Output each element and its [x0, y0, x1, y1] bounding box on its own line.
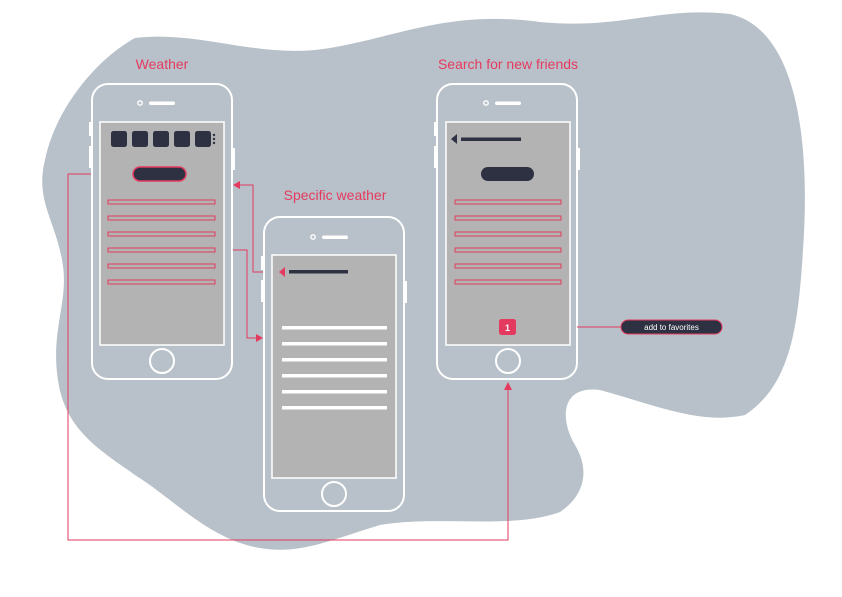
list-row[interactable]	[107, 215, 216, 221]
screen-title-specific-weather: Specific weather	[284, 187, 387, 203]
home-button[interactable]	[149, 348, 175, 374]
phone-weather: Weather	[89, 56, 235, 380]
list-row[interactable]	[107, 247, 216, 253]
screen-area	[99, 121, 225, 346]
volume-button	[261, 280, 264, 302]
detail-line	[282, 358, 387, 362]
speaker-grille	[495, 101, 521, 105]
volume-button	[89, 122, 92, 136]
screen-area	[271, 254, 397, 479]
detail-line	[282, 390, 387, 394]
back-arrow-icon[interactable]	[451, 134, 457, 144]
list-row[interactable]	[454, 247, 562, 253]
weather-list	[107, 199, 216, 285]
list-row[interactable]	[454, 199, 562, 205]
weather-day-icon[interactable]	[174, 131, 190, 147]
list-row[interactable]	[107, 231, 216, 237]
detail-line	[282, 374, 387, 378]
speaker-grille	[149, 101, 175, 105]
arrowhead-icon	[504, 382, 512, 390]
camera-icon	[137, 100, 143, 106]
power-button	[404, 281, 407, 303]
phone-body	[91, 83, 233, 380]
volume-button	[434, 122, 437, 136]
connector-to-specific-weather	[233, 249, 258, 339]
weather-day-icon[interactable]	[195, 131, 211, 147]
list-row[interactable]	[454, 215, 562, 221]
volume-button	[261, 256, 264, 270]
detail-line	[282, 342, 387, 346]
power-button	[577, 148, 580, 170]
back-arrow-icon[interactable]	[279, 267, 285, 277]
more-options-icon[interactable]	[212, 141, 216, 145]
list-row[interactable]	[107, 279, 216, 285]
speaker-grille	[322, 235, 348, 239]
screen-area	[445, 121, 571, 346]
phone-body	[436, 83, 578, 380]
detail-line	[282, 406, 387, 410]
search-button[interactable]	[481, 167, 534, 181]
phone-search-friends: Search for new friends 1	[434, 56, 580, 380]
list-row[interactable]	[107, 199, 216, 205]
list-row[interactable]	[107, 263, 216, 269]
list-row[interactable]	[454, 231, 562, 237]
screen-title-search-friends: Search for new friends	[438, 56, 578, 72]
favorites-badge-count: 1	[505, 323, 510, 333]
connector-to-search-friends	[67, 173, 509, 541]
arrowheads	[233, 181, 512, 390]
phone-specific-weather: Specific weather	[261, 187, 407, 512]
camera-icon	[483, 100, 489, 106]
arrowhead-icon	[256, 334, 263, 342]
annotation-text: add to favorites	[644, 323, 699, 332]
detail-lines	[282, 326, 387, 410]
detail-line	[282, 326, 387, 330]
header-title-bar	[289, 270, 348, 274]
annotation-pill	[620, 319, 723, 335]
friends-list	[454, 199, 562, 285]
volume-button	[89, 146, 92, 168]
screen-title-weather: Weather	[136, 56, 189, 72]
favorites-badge[interactable]	[499, 319, 516, 335]
arrowhead-icon	[233, 181, 240, 189]
more-options-icon[interactable]	[212, 133, 216, 137]
primary-button[interactable]	[132, 166, 187, 182]
camera-icon	[310, 234, 316, 240]
weather-icon-row	[111, 131, 211, 147]
phone-body	[263, 216, 405, 512]
weather-day-icon[interactable]	[111, 131, 127, 147]
home-button[interactable]	[321, 481, 347, 507]
power-button	[232, 148, 235, 170]
more-options-icon[interactable]	[212, 137, 216, 141]
weather-day-icon[interactable]	[132, 131, 148, 147]
search-bar[interactable]	[461, 137, 521, 142]
volume-button	[434, 146, 437, 168]
weather-day-icon[interactable]	[153, 131, 169, 147]
connector-back-to-weather	[239, 184, 263, 273]
list-row[interactable]	[454, 279, 562, 285]
home-button[interactable]	[495, 348, 521, 374]
list-row[interactable]	[454, 263, 562, 269]
flow-connectors	[67, 173, 622, 541]
